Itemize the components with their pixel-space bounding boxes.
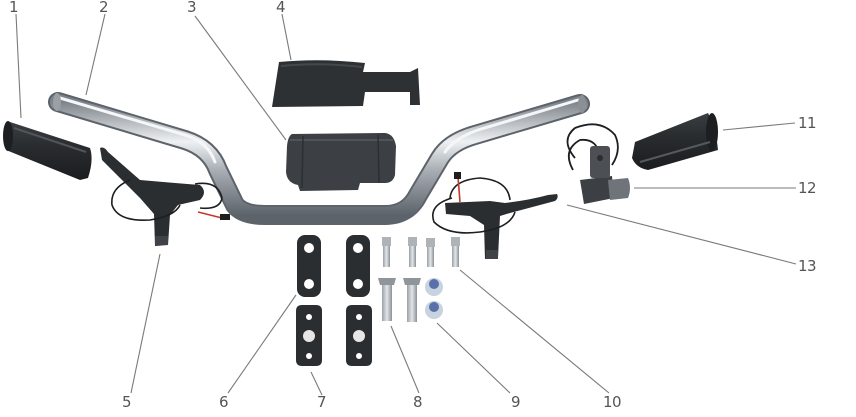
callout-13: 13 — [798, 257, 817, 275]
left-brake-lever-part — [100, 147, 230, 246]
callout-12: 12 — [798, 179, 817, 197]
callout-4: 4 — [276, 0, 286, 16]
lock-nuts-part — [425, 278, 443, 319]
callout-10: 10 — [603, 393, 622, 411]
callout-8: 8 — [413, 393, 423, 411]
callout-1: 1 — [9, 0, 19, 16]
leader-line-9 — [436, 322, 511, 394]
leader-line-5 — [130, 253, 161, 394]
handlebar-part — [48, 92, 590, 225]
callout-2: 2 — [99, 0, 109, 16]
leader-line-2 — [85, 13, 106, 96]
leader-line-8 — [390, 325, 420, 394]
lower-clamps-part — [296, 305, 372, 366]
leader-line-7 — [310, 371, 323, 396]
pad-cover-part — [272, 60, 420, 107]
throttle-part — [566, 123, 630, 204]
callout-5: 5 — [122, 393, 132, 411]
callout-3: 3 — [187, 0, 197, 16]
leader-line-13 — [566, 204, 797, 265]
clamp-screws-part — [382, 237, 460, 267]
clamp-bolts-part — [378, 278, 421, 322]
callout-6: 6 — [219, 393, 229, 411]
leader-line-10 — [459, 269, 610, 394]
right-brake-lever-part — [432, 172, 558, 259]
callout-11: 11 — [798, 114, 817, 132]
callout-7: 7 — [317, 393, 327, 411]
upper-clamps-part — [297, 235, 370, 297]
right-grip-part — [632, 113, 718, 170]
callout-9: 9 — [511, 393, 521, 411]
leader-line-1 — [15, 13, 22, 119]
leader-line-4 — [281, 13, 292, 61]
leader-lines — [15, 13, 797, 396]
left-grip-part — [3, 121, 92, 180]
leader-line-6 — [227, 294, 297, 394]
leader-line-3 — [194, 15, 287, 141]
leader-line-11 — [722, 122, 796, 131]
handlebar-pad-part — [286, 133, 396, 191]
